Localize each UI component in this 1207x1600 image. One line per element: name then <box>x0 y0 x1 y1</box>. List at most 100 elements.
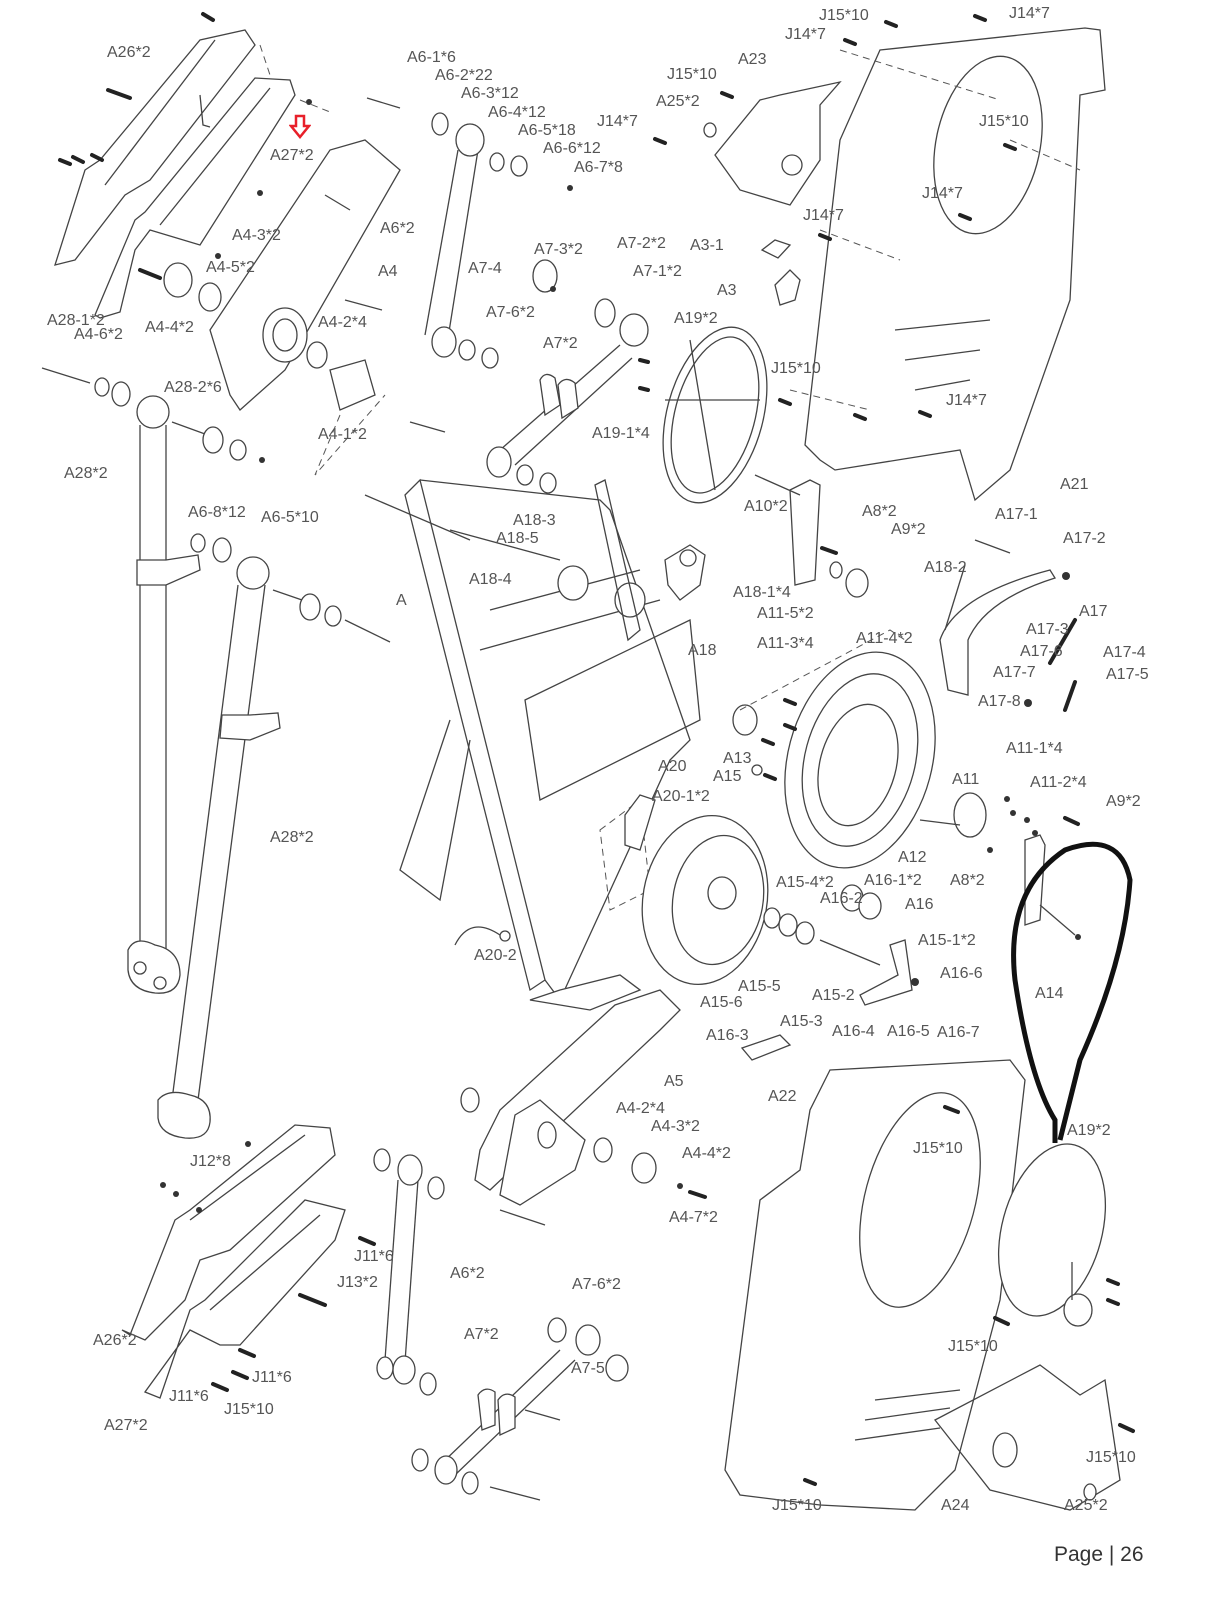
part-label-A18-3: A18-3 <box>513 512 556 529</box>
part-label-A17-6: A17-6 <box>1020 643 1063 660</box>
part-label-A3: A3 <box>717 282 737 299</box>
part-label-A6-2-22: A6-2*22 <box>435 67 493 84</box>
part-label-J12-8: J12*8 <box>190 1153 231 1170</box>
part-label-A6-5-18: A6-5*18 <box>518 122 576 139</box>
part-label-A18: A18 <box>688 642 717 659</box>
part-label-A25-2-top: A25*2 <box>656 93 700 110</box>
part-label-A4: A4 <box>378 263 398 280</box>
part-label-A4-6-2: A4-6*2 <box>74 326 123 343</box>
sensor-a3 <box>760 239 801 306</box>
main-frame-a <box>364 478 701 1011</box>
part-label-A23: A23 <box>738 51 767 68</box>
handlebar-a27-bottom <box>143 1141 376 1399</box>
part-label-A17-1: A17-1 <box>995 506 1038 523</box>
down-arrow-outline-icon <box>289 114 311 139</box>
part-label-A9-2-top: A9*2 <box>891 521 926 538</box>
cover-a24 <box>934 1364 1135 1511</box>
part-label-A7-6-2-top: A7-6*2 <box>486 304 535 321</box>
part-label-A17: A17 <box>1079 603 1108 620</box>
part-label-A17-5: A17-5 <box>1106 666 1149 683</box>
link-a6-bottom <box>373 1148 546 1396</box>
pulley-a15 <box>641 814 769 986</box>
part-label-A17-2: A17-2 <box>1063 530 1106 547</box>
brake-a17 <box>939 539 1077 712</box>
part-label-A4-3-2-bot: A4-3*2 <box>651 1118 700 1135</box>
part-label-A7-2-2: A7-2*2 <box>617 235 666 252</box>
part-label-A6-3-12: A6-3*12 <box>461 85 519 102</box>
part-label-J14-7-c: J14*7 <box>597 113 638 130</box>
part-label-A15-1-2: A15-1*2 <box>918 932 976 949</box>
sensor-a20 <box>454 794 656 946</box>
part-label-A13: A13 <box>723 750 752 767</box>
part-label-A17-4: A17-4 <box>1103 644 1146 661</box>
part-label-A6-6-12: A6-6*12 <box>543 140 601 157</box>
part-label-J14-7-f: J14*7 <box>946 392 987 409</box>
part-label-A7-1-2: A7-1*2 <box>633 263 682 280</box>
part-label-A16-3: A16-3 <box>706 1027 749 1044</box>
part-label-A27-2-bot: A27*2 <box>104 1417 148 1434</box>
part-label-J14-7-a: J14*7 <box>1009 5 1050 22</box>
part-label-A11: A11 <box>952 771 979 788</box>
part-label-A18-5: A18-5 <box>496 530 539 547</box>
part-label-A7-3-2: A7-3*2 <box>534 241 583 258</box>
part-label-A8-2-b: A8*2 <box>950 872 985 889</box>
fasteners-top-left <box>58 12 331 280</box>
part-label-A11-5-2: A11-5*2 <box>757 605 814 622</box>
belt-a14 <box>1011 841 1133 1143</box>
part-label-J15-10-c: J15*10 <box>979 113 1029 130</box>
part-label-A4-5-2: A4-5*2 <box>206 259 255 276</box>
part-label-A28-1: A28-1*2 <box>47 312 105 329</box>
part-label-A19-2-b: A19*2 <box>1067 1122 1111 1139</box>
arm-a5 <box>460 989 707 1206</box>
part-label-A11-3-4: A11-3*4 <box>757 635 814 652</box>
part-label-A11-2-4: A11-2*4 <box>1030 774 1087 791</box>
front-cover-a22 <box>724 1059 1026 1511</box>
part-label-A: A <box>396 592 407 609</box>
bracket-a8-top <box>754 474 869 598</box>
part-label-A19-2-top: A19*2 <box>674 310 718 327</box>
part-label-J14-7-d: J14*7 <box>922 185 963 202</box>
part-label-A5: A5 <box>664 1073 684 1090</box>
part-label-A4-7-2: A4-7*2 <box>669 1209 718 1226</box>
part-label-A24: A24 <box>941 1497 970 1514</box>
part-label-A26-2-bot: A26*2 <box>93 1332 137 1349</box>
part-label-J15-10-g: J15*10 <box>948 1338 998 1355</box>
part-label-A18-2: A18-2 <box>924 559 967 576</box>
part-label-J11-6-c: J11*6 <box>169 1388 209 1405</box>
part-label-J15-10-e: J15*10 <box>913 1140 963 1157</box>
part-label-A22: A22 <box>768 1088 797 1105</box>
rear-cover-a21 <box>789 27 1106 502</box>
part-label-J15-10-d: J15*10 <box>771 360 821 377</box>
part-label-A9-2-b: A9*2 <box>1106 793 1141 810</box>
part-label-A20-1-2: A20-1*2 <box>652 788 710 805</box>
part-label-A10-2: A10*2 <box>744 498 788 515</box>
part-label-A28-2-a: A28*2 <box>64 465 108 482</box>
part-label-A16-1-2: A16-1*2 <box>864 872 922 889</box>
part-label-A4-2-4-bot: A4-2*4 <box>616 1100 665 1117</box>
part-label-A17-3: A17-3 <box>1026 621 1069 638</box>
top-cover-a23 <box>703 80 842 206</box>
part-label-A4-4-2-top: A4-4*2 <box>145 319 194 336</box>
part-label-A4-3-2-top: A4-3*2 <box>232 227 281 244</box>
part-label-A6-2-bot: A6*2 <box>450 1265 485 1282</box>
part-label-A12: A12 <box>898 849 927 866</box>
part-label-A6-5-10: A6-5*10 <box>261 509 319 526</box>
part-label-A7-2-top: A7*2 <box>543 335 578 352</box>
part-label-A16-5: A16-5 <box>887 1023 930 1040</box>
part-label-J11-6-a: J11*6 <box>354 1248 394 1265</box>
part-label-A4-1-2: A4-1*2 <box>318 426 367 443</box>
part-label-A17-8: A17-8 <box>978 693 1021 710</box>
handlebar-a26-top <box>54 29 256 266</box>
part-label-A3-1: A3-1 <box>690 237 724 254</box>
part-label-A15: A15 <box>713 768 742 785</box>
part-label-A18-1-4: A18-1*4 <box>733 584 791 601</box>
part-label-A15-5: A15-5 <box>738 978 781 995</box>
bracket-a8-bottom <box>1024 834 1081 940</box>
part-label-A14: A14 <box>1035 985 1064 1002</box>
part-label-J15-10-f: J15*10 <box>224 1401 274 1418</box>
part-label-J15-10-h: J15*10 <box>1086 1449 1136 1466</box>
part-label-A7-6-2-bot: A7-6*2 <box>572 1276 621 1293</box>
part-label-A16-7: A16-7 <box>937 1024 980 1041</box>
pivot-hardware-left <box>41 367 391 643</box>
